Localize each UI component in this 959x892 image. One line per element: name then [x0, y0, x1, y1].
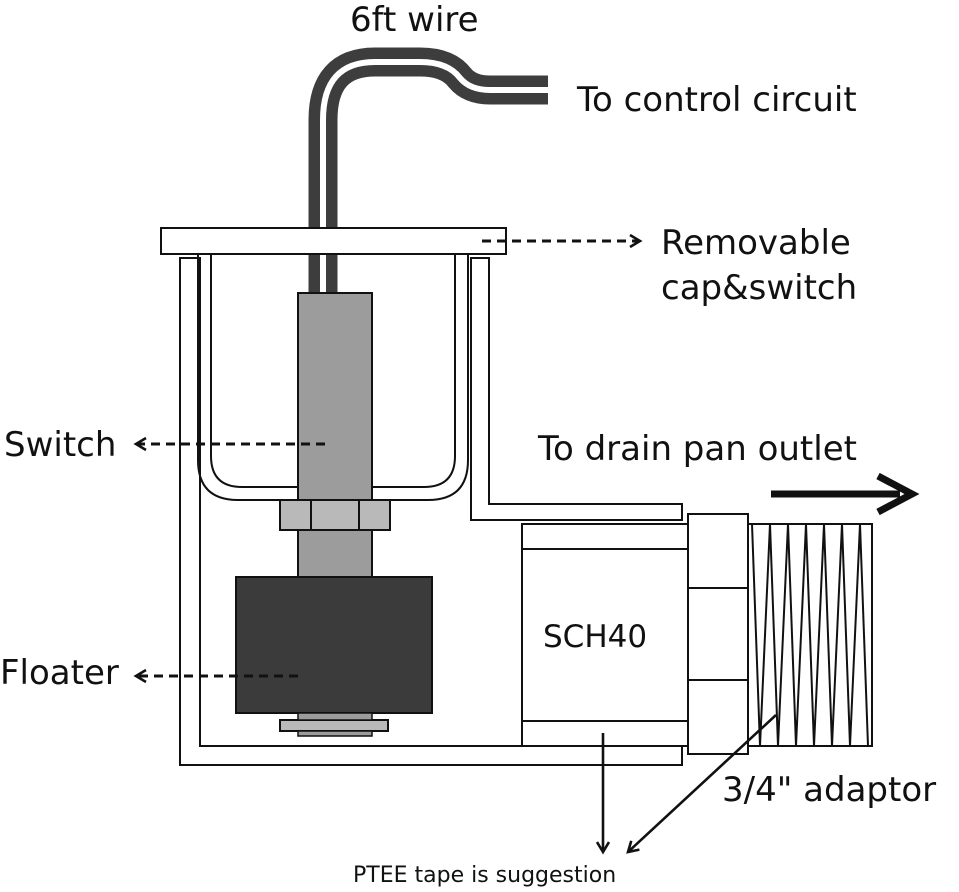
switch-stem-lower: [297, 529, 373, 579]
floater-block: [235, 576, 433, 714]
drain-outlet-label: To drain pan outlet: [537, 429, 857, 469]
removable-label-line2: cap&switch: [661, 268, 857, 308]
drain-direction-arrow: [771, 472, 920, 516]
dashed-arrows: [136, 241, 640, 676]
threaded-adaptor: [747, 523, 873, 747]
sch40-pipe: [521, 523, 689, 747]
removable-label-line1: Removable: [661, 223, 851, 263]
floater-cap: [297, 730, 373, 737]
sch40-label: SCH40: [543, 619, 647, 655]
hex-nut: [279, 499, 391, 531]
wire-pair: [308, 47, 548, 293]
switch-stem: [297, 292, 373, 504]
removable-cap: [160, 227, 507, 255]
ptee-tape-label: PTEE tape is suggestion: [353, 863, 616, 888]
ptee-pointer-arrows: [603, 714, 777, 852]
floater-washer: [279, 719, 389, 732]
floater-pin: [297, 712, 373, 721]
adaptor-label: 3/4" adaptor: [722, 770, 936, 810]
hex-coupling: [687, 513, 749, 755]
wire-label: 6ft wire: [350, 0, 479, 40]
switch-label: Switch: [4, 425, 116, 465]
control-circuit-label: To control circuit: [576, 80, 857, 120]
floater-label: Floater: [0, 653, 119, 693]
